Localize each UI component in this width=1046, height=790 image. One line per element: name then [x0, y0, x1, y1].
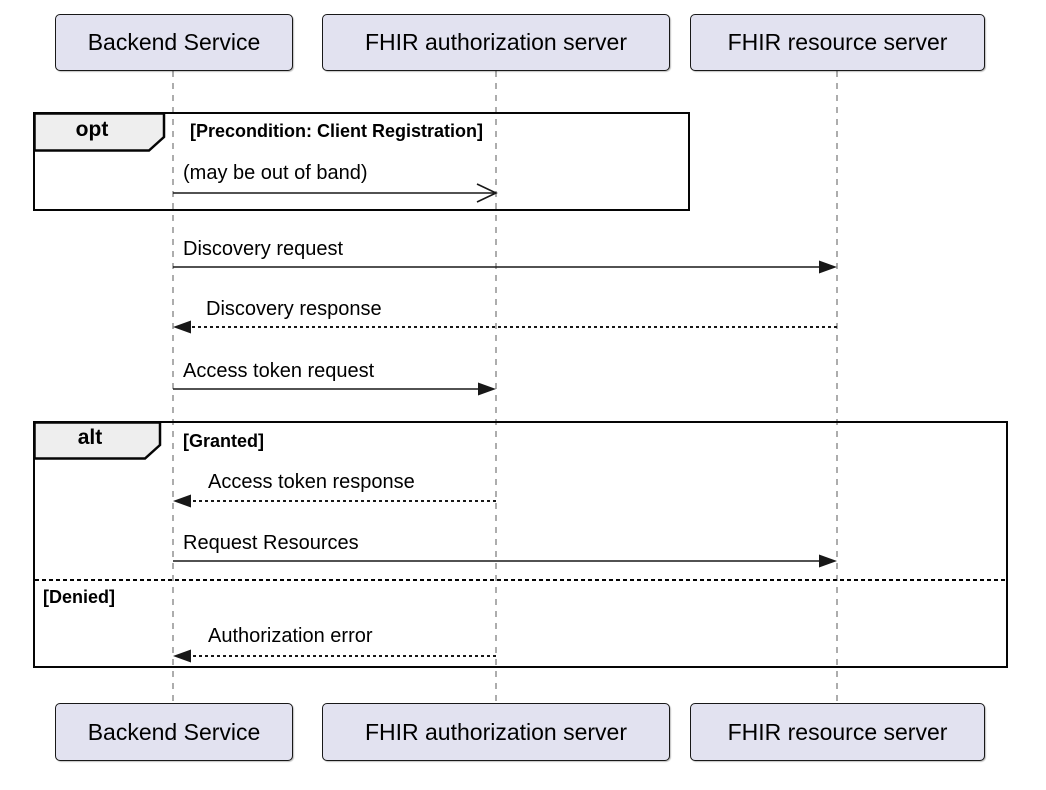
filled-arrowhead-icon: [819, 260, 837, 274]
filled-arrowhead-icon: [173, 320, 191, 334]
arrow-discovery-response: [173, 320, 837, 334]
alt-guard-denied-label: [Denied]: [43, 587, 115, 607]
alt-operator-label: alt: [77, 426, 103, 449]
participant-backend-service-bottom: Backend Service: [55, 703, 293, 761]
participant-fhir-authorization-server-bottom: FHIR authorization server: [322, 703, 670, 761]
opt-fragment: [33, 112, 690, 211]
filled-arrowhead-icon: [173, 649, 191, 663]
arrow-may-be-out-of-band: [173, 183, 498, 203]
message-label-access-token-response: Access token response: [208, 471, 415, 493]
arrow-authorization-error: [173, 649, 496, 663]
participant-label: Backend Service: [87, 718, 261, 745]
participant-fhir-resource-server-top: FHIR resource server: [690, 14, 985, 71]
filled-arrowhead-icon: [173, 494, 191, 508]
message-label-discovery-response: Discovery response: [206, 298, 382, 320]
opt-guard-label: [Precondition: Client Registration]: [190, 121, 484, 141]
message-label-authorization-error: Authorization error: [208, 625, 373, 647]
opt-operator-label: opt: [75, 118, 109, 141]
participant-fhir-resource-server-bottom: FHIR resource server: [690, 703, 985, 761]
filled-arrowhead-icon: [478, 382, 496, 396]
arrow-discovery-request: [173, 260, 837, 274]
message-label-discovery-request: Discovery request: [183, 238, 344, 260]
filled-arrowhead-icon: [819, 554, 837, 568]
participant-label: FHIR resource server: [727, 718, 948, 745]
open-arrowhead-icon: [476, 183, 498, 203]
message-label-access-token-request: Access token request: [183, 360, 375, 382]
lifelines: [172, 71, 838, 703]
participant-label: FHIR authorization server: [364, 29, 628, 55]
arrow-access-token-response: [173, 494, 496, 508]
alt-fragment: [33, 421, 1008, 668]
arrow-access-token-request: [173, 382, 496, 396]
alt-guard-granted-label: [Granted]: [183, 431, 264, 451]
participant-fhir-authorization-server-top: FHIR authorization server: [322, 14, 670, 71]
message-label-may-be-out-of-band: (may be out of band): [183, 162, 368, 184]
participant-label: Backend Service: [87, 29, 261, 55]
message-label-request-resources: Request Resources: [183, 532, 359, 554]
participant-backend-service-top: Backend Service: [55, 14, 293, 71]
participant-label: FHIR resource server: [727, 29, 948, 55]
arrow-request-resources: [173, 554, 837, 568]
participant-label: FHIR authorization server: [364, 718, 628, 745]
